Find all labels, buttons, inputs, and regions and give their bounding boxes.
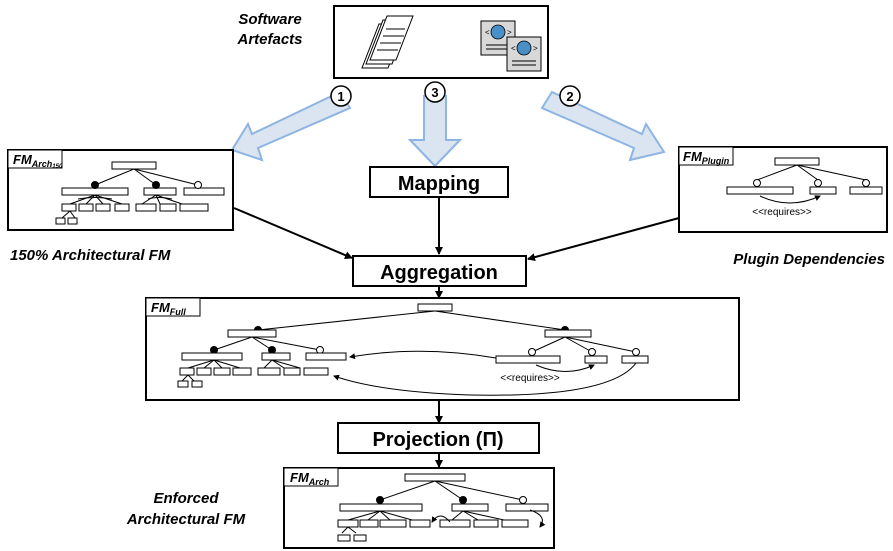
web-page-icon-1: < >	[480, 20, 516, 56]
fm-arch150-tag-subsub: 150	[52, 164, 63, 170]
svg-text:FMFull: FMFull	[151, 300, 186, 317]
svg-text:FMArch150: FMArch150	[13, 152, 63, 170]
plugin-to-aggregation-arrow	[527, 217, 680, 262]
fm-arch150-tag-main: FM	[13, 152, 33, 167]
plugin-dependencies-label: Plugin Dependencies	[733, 251, 885, 268]
software-artefacts-label-line2: Artefacts	[236, 31, 302, 48]
fm-plugin-tag-sub: Plugin	[702, 156, 730, 166]
fm-arch-tag-sub: Arch	[308, 477, 330, 487]
aggregation-box	[352, 255, 527, 287]
architectural-fm-150-label: 150% Architectural FM	[10, 247, 171, 264]
arrow-to-mapping	[407, 95, 463, 168]
svg-text:>: >	[533, 44, 538, 53]
enforced-label-line1: Enforced	[153, 490, 219, 507]
step-1-number: 1	[337, 89, 344, 104]
enforced-label-line2: Architectural FM	[126, 511, 246, 528]
fm-full-tag-main: FM	[151, 300, 171, 315]
fm-plugin-tag-main: FM	[683, 149, 703, 164]
arrow-to-arch150	[230, 90, 352, 162]
step-2-number: 2	[566, 89, 573, 104]
fm-arch150-tag-sub: Arch	[31, 159, 53, 169]
fm-arch-tag-main: FM	[290, 470, 310, 485]
fm-arch-panel: FMArch	[283, 467, 555, 549]
fm-arch150-panel: FMArch150	[7, 149, 234, 231]
svg-text:FMArch: FMArch	[290, 470, 330, 487]
software-artefacts-label-line1: Software	[238, 11, 301, 28]
arch150-to-aggregation-arrow	[233, 207, 353, 259]
step-2-badge: 2	[559, 85, 581, 107]
projection-label: Projection (Π)	[372, 429, 503, 451]
fm-plugin-panel: FMPlugin <<requires>>	[678, 146, 888, 233]
documents-icon	[361, 15, 414, 69]
svg-text:<: <	[485, 28, 490, 37]
fm-full-tag-sub: Full	[170, 307, 186, 317]
fm-full-panel: FMFull	[145, 297, 740, 401]
web-page-icon-2: < >	[506, 36, 542, 72]
aggregation-label: Aggregation	[380, 262, 498, 284]
step-3-badge: 3	[424, 81, 446, 103]
arrow-to-plugin	[540, 90, 666, 162]
full-requires-label: <<requires>>	[500, 373, 560, 384]
svg-text:>: >	[507, 28, 512, 37]
step-3-number: 3	[431, 85, 438, 100]
svg-text:<: <	[511, 44, 516, 53]
step-1-badge: 1	[330, 85, 352, 107]
svg-text:FMPlugin: FMPlugin	[683, 149, 730, 166]
plugin-requires-label: <<requires>>	[752, 207, 812, 218]
mapping-label: Mapping	[398, 173, 480, 195]
